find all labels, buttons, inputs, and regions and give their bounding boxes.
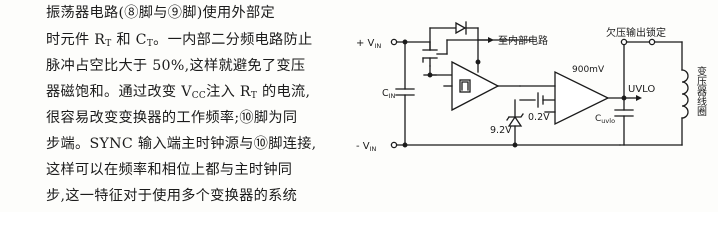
label-vin-plus: + VIN <box>356 38 381 50</box>
label-transformer: 变压器线圈 <box>695 65 707 117</box>
page: 振荡器电路(⑧脚与⑨脚)使用外部定 时元件 RT 和 CT。一内部二分频电路防止… <box>46 0 707 212</box>
zener-diode <box>506 99 524 146</box>
label-internal-circuit: 至内部电路 <box>498 34 548 47</box>
uvlo-output <box>620 38 683 111</box>
label-cin: CIN <box>382 88 396 100</box>
paragraph-line-5: 很容易改变变换器的工作频率;⑩脚为同 <box>46 110 298 126</box>
internal-circuit-box <box>420 18 460 21</box>
paragraph-line-8: 步,这一特征对于使用多个变换器的系统 <box>46 188 298 204</box>
label-zener-voltage: 9.2V <box>490 125 512 136</box>
label-reference-voltage: 0.2V <box>528 112 550 123</box>
paragraph-line-3: 脉冲占空比大于 50%,这样就避免了变压 <box>46 58 306 74</box>
op-amp-1 <box>443 59 521 112</box>
circuit-diagram: 至内部电路 欠压输出锁定 + VIN - VIN CIN 9.2V 0.2V 9… <box>356 18 707 153</box>
internal-circuit-arrow <box>477 37 494 43</box>
transformer-coil <box>681 41 689 146</box>
op-amp-2 <box>519 70 625 126</box>
cuvlo-capacitor <box>614 109 683 146</box>
paragraph-line-6: 步端。SYNC 输入端主时钟源与⑩脚连接, <box>46 136 317 152</box>
cin-capacitor <box>395 41 415 146</box>
paragraph-line-2: 时元件 RT 和 CT。一内部二分频电路防止 <box>46 32 313 49</box>
label-vin-minus: - VIN <box>356 141 377 153</box>
op-amp-1-symbol <box>459 79 471 93</box>
label-cuvlo: Cuvlo <box>595 114 615 125</box>
paragraph-line-4: 器磁饱和。通过改变 VCC注入 RT 的电流, <box>46 84 311 101</box>
label-uvlo: UVLO <box>628 84 655 95</box>
vin-plus-terminal <box>390 38 431 46</box>
paragraph: 振荡器电路(⑧脚与⑨脚)使用外部定 时元件 RT 和 CT。一内部二分频电路防止… <box>46 0 376 212</box>
vin-minus-terminal <box>390 141 621 149</box>
paragraph-line-7: 这样可以在频率和相位上都与主时钟同 <box>46 162 293 178</box>
reference-battery <box>519 92 561 108</box>
top-diode <box>455 21 467 35</box>
paragraph-line-1: 振荡器电路(⑧脚与⑨脚)使用外部定 <box>46 5 275 21</box>
label-undervoltage-lockout: 欠压输出锁定 <box>606 26 666 39</box>
label-threshold: 900mV <box>572 65 605 75</box>
pass-transistor <box>422 27 448 67</box>
uvlo-terminal <box>648 38 656 46</box>
